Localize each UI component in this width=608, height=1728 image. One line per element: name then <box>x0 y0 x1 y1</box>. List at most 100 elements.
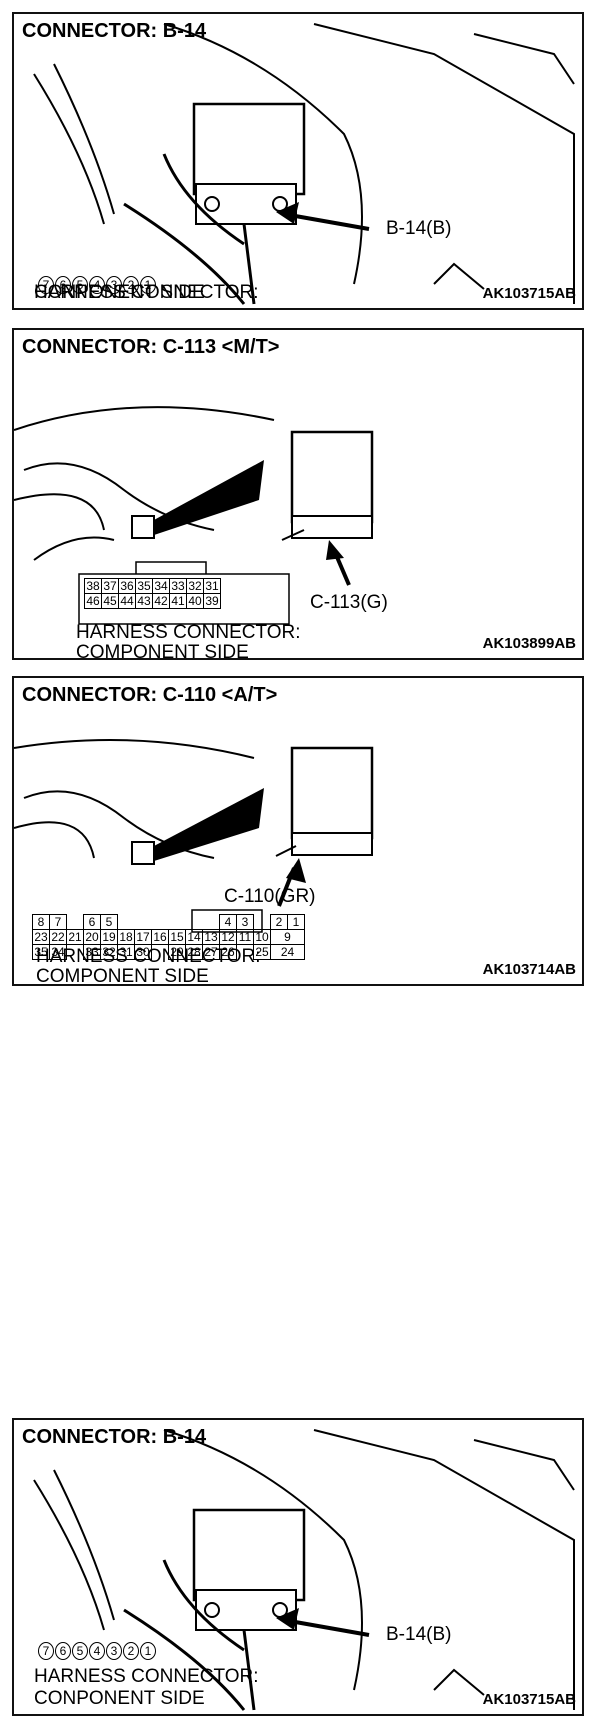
pin-cell: 25 <box>253 944 271 960</box>
pin-cell: 13 <box>202 929 220 945</box>
panel-title: CONNECTOR: B-14 <box>22 1426 207 1448</box>
pin: 6 <box>55 1642 71 1660</box>
pin-cell: 46 <box>84 593 102 609</box>
pin-cell: 3 <box>236 914 254 930</box>
pin-cell: 23 <box>32 929 50 945</box>
pin-cell: 20 <box>83 929 101 945</box>
pin: 4 <box>89 1642 105 1660</box>
panel-title: CONNECTOR: C-110 <A/T> <box>22 684 278 706</box>
pin-cell: 35 <box>32 944 50 960</box>
caption-line2: CONPONENT SIDE <box>34 282 205 303</box>
pin-cell: 11 <box>236 929 254 945</box>
engine-bay-illustration <box>33 23 575 305</box>
pin-row: 7 6 5 4 3 2 1 <box>38 276 157 294</box>
pin-cell-empty <box>118 915 135 930</box>
pin-cell: 41 <box>169 593 187 609</box>
pin-cell: 29 <box>168 944 186 960</box>
pin-cell: 42 <box>152 593 170 609</box>
pin-cell: 32 <box>186 578 204 594</box>
pin-cell: 2 <box>270 914 288 930</box>
pin-cell: 17 <box>134 929 152 945</box>
pin: 5 <box>72 1642 88 1660</box>
caption-line1: HARNESS CONNECTOR: <box>34 282 259 303</box>
panel-title: CONNECTOR: C-113 <M/T> <box>22 336 280 358</box>
dashboard-illustration <box>14 406 374 625</box>
pin: 5 <box>72 276 88 294</box>
pin-cell-empty <box>186 915 203 930</box>
pin-cell: 27 <box>202 944 220 960</box>
connector-panel-b14-top: CONNECTOR: B-14 B-14(B) 7 6 5 4 3 2 1 HA… <box>12 12 584 310</box>
pin-cell: 34 <box>49 944 67 960</box>
pin-cell-empty <box>152 915 169 930</box>
pin: 3 <box>106 1642 122 1660</box>
pin-cell: 5 <box>100 914 118 930</box>
connector-panel-b14-bottom: CONNECTOR: B-14 B-14(B) 7 6 5 4 3 2 1 HA… <box>12 1418 584 1716</box>
pin-cell: 14 <box>185 929 203 945</box>
pin-cell: 7 <box>49 914 67 930</box>
pin-cell: 44 <box>118 593 136 609</box>
caption-line1: HARNESS CONNECTOR: <box>36 946 261 967</box>
panel-title: CONNECTOR: B-14 <box>22 20 207 42</box>
pin-cell: 15 <box>168 929 186 945</box>
pin-cell-empty <box>67 915 84 930</box>
caption-line2: COMPONENT SIDE <box>36 966 209 986</box>
pin-row: 7 6 5 4 3 2 1 <box>38 1642 157 1660</box>
pin-cell: 26 <box>219 944 237 960</box>
figure-code: AK103715AB <box>482 1691 576 1708</box>
pin-cell: 37 <box>101 578 119 594</box>
pin: 1 <box>140 276 156 294</box>
pin-cell: 30 <box>134 944 152 960</box>
pin: 2 <box>123 1642 139 1660</box>
connector-callout-label: B-14(B) <box>386 1624 452 1645</box>
pin-cell: 24 <box>270 944 305 960</box>
pin: 1 <box>140 1642 156 1660</box>
caption-line2: COMPONENT SIDE <box>76 642 249 660</box>
pin-cell: 8 <box>32 914 50 930</box>
pin-cell: 45 <box>101 593 119 609</box>
harness-caption: HARNESS CONNECTOR: <box>34 252 259 304</box>
connector-callout-label: B-14(B) <box>386 218 452 239</box>
connector-pin-grid: 38 37 36 35 34 33 32 31 46 45 44 43 42 4… <box>84 578 221 609</box>
pin: 7 <box>38 1642 54 1660</box>
pin-cell: 6 <box>83 914 101 930</box>
connector-panel-c110: CONNECTOR: C-110 <A/T> C-110(GR) 8 7 6 5… <box>12 676 584 986</box>
pin: 6 <box>55 276 71 294</box>
pin-cell: 36 <box>118 578 136 594</box>
pin-cell: 34 <box>152 578 170 594</box>
pin-cell-empty <box>135 915 152 930</box>
pin: 7 <box>38 276 54 294</box>
pin-cell: 40 <box>186 593 204 609</box>
figure-code: AK103899AB <box>482 635 576 652</box>
pin-cell: 39 <box>203 593 221 609</box>
pin-cell: 28 <box>185 944 203 960</box>
pin-cell: 1 <box>287 914 305 930</box>
pin-cell: 18 <box>117 929 135 945</box>
pin-cell: 9 <box>270 929 305 945</box>
caption-line2: CONPONENT SIDE <box>34 1688 205 1709</box>
pin-cell: 21 <box>66 929 84 945</box>
connector-callout-label: C-113(G) <box>310 592 388 613</box>
figure-code: AK103715AB <box>482 285 576 302</box>
pin-cell: 16 <box>151 929 169 945</box>
pin-cell: 22 <box>49 929 67 945</box>
caption-line1: HARNESS CONNECTOR: <box>34 1666 259 1687</box>
pin-cell: 31 <box>203 578 221 594</box>
pin: 2 <box>123 276 139 294</box>
pin-cell: 4 <box>219 914 237 930</box>
figure-code: AK103714AB <box>482 961 576 978</box>
pin-cell: 19 <box>100 929 118 945</box>
pin-cell: 10 <box>253 929 271 945</box>
pin-cell: 33 <box>169 578 187 594</box>
connector-pin-grid: 8 7 6 5 4 3 2 1 23 22 21 20 19 18 17 16 <box>32 914 305 960</box>
pin-cell-empty <box>254 915 271 930</box>
pin: 4 <box>89 276 105 294</box>
pin-cell: 38 <box>84 578 102 594</box>
pin-cell-empty <box>203 915 220 930</box>
connector-panel-c113: CONNECTOR: C-113 <M/T> 38 37 36 35 34 33… <box>12 328 584 660</box>
caption-line1: HARNESS CONNECTOR: <box>76 622 301 643</box>
pin: 3 <box>106 276 122 294</box>
pin-cell: 43 <box>135 593 153 609</box>
pin-cell: 35 <box>135 578 153 594</box>
pin-cell: 12 <box>219 929 237 945</box>
pin-cell-empty <box>169 915 186 930</box>
